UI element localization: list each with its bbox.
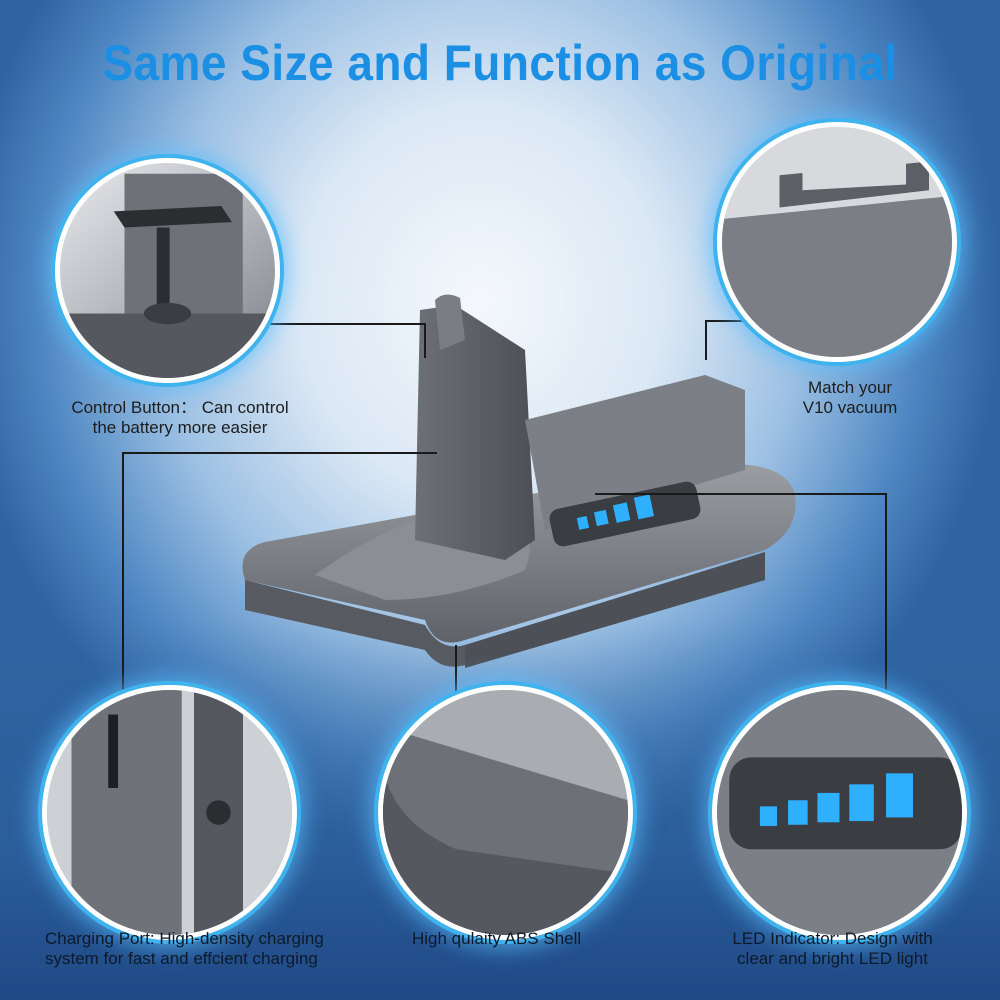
callout-text: Control Button： Can control: [71, 398, 289, 417]
detail-circle-abs-shell: [378, 685, 633, 940]
leader-line-led: [885, 493, 887, 703]
leader-line-match: [705, 320, 755, 322]
led-bars: [576, 494, 655, 530]
callout-text: LED Indicator: Design with: [732, 929, 933, 948]
detail-circle-control-button: [55, 158, 280, 383]
page-title: Same Size and Function as Original: [102, 35, 898, 91]
callout-charging-port: Charging Port: High-density charging sys…: [45, 929, 395, 969]
callout-text: the battery more easier: [92, 418, 268, 437]
leader-line-shell: [455, 645, 457, 705]
leader-line-control: [270, 323, 425, 325]
battery-product-image: [242, 294, 796, 668]
callout-text: system for fast and effcient charging: [45, 949, 318, 968]
callout-text: V10 vacuum: [802, 398, 898, 417]
callout-abs-shell: High qulaity ABS Shell: [412, 929, 632, 949]
leader-line-control: [424, 323, 426, 358]
callout-text: Charging Port: High-density charging: [45, 929, 324, 948]
leader-line-port: [122, 452, 124, 702]
callout-control-button: Control Button： Can control the battery …: [45, 398, 315, 438]
leader-line-led: [595, 493, 885, 495]
callout-text: Match your: [807, 378, 893, 397]
detail-circle-led: [712, 685, 967, 940]
leader-line-match: [705, 320, 707, 360]
callout-text: clear and bright LED light: [737, 949, 928, 968]
leader-line-port: [122, 452, 437, 454]
callout-text: High qulaity ABS Shell: [412, 929, 582, 948]
detail-circle-charging-port: [42, 685, 297, 940]
callout-led-indicator: LED Indicator: Design with clear and bri…: [700, 929, 965, 969]
callout-match: Match your V10 vacuum: [770, 378, 930, 418]
detail-circle-match: [717, 122, 957, 362]
